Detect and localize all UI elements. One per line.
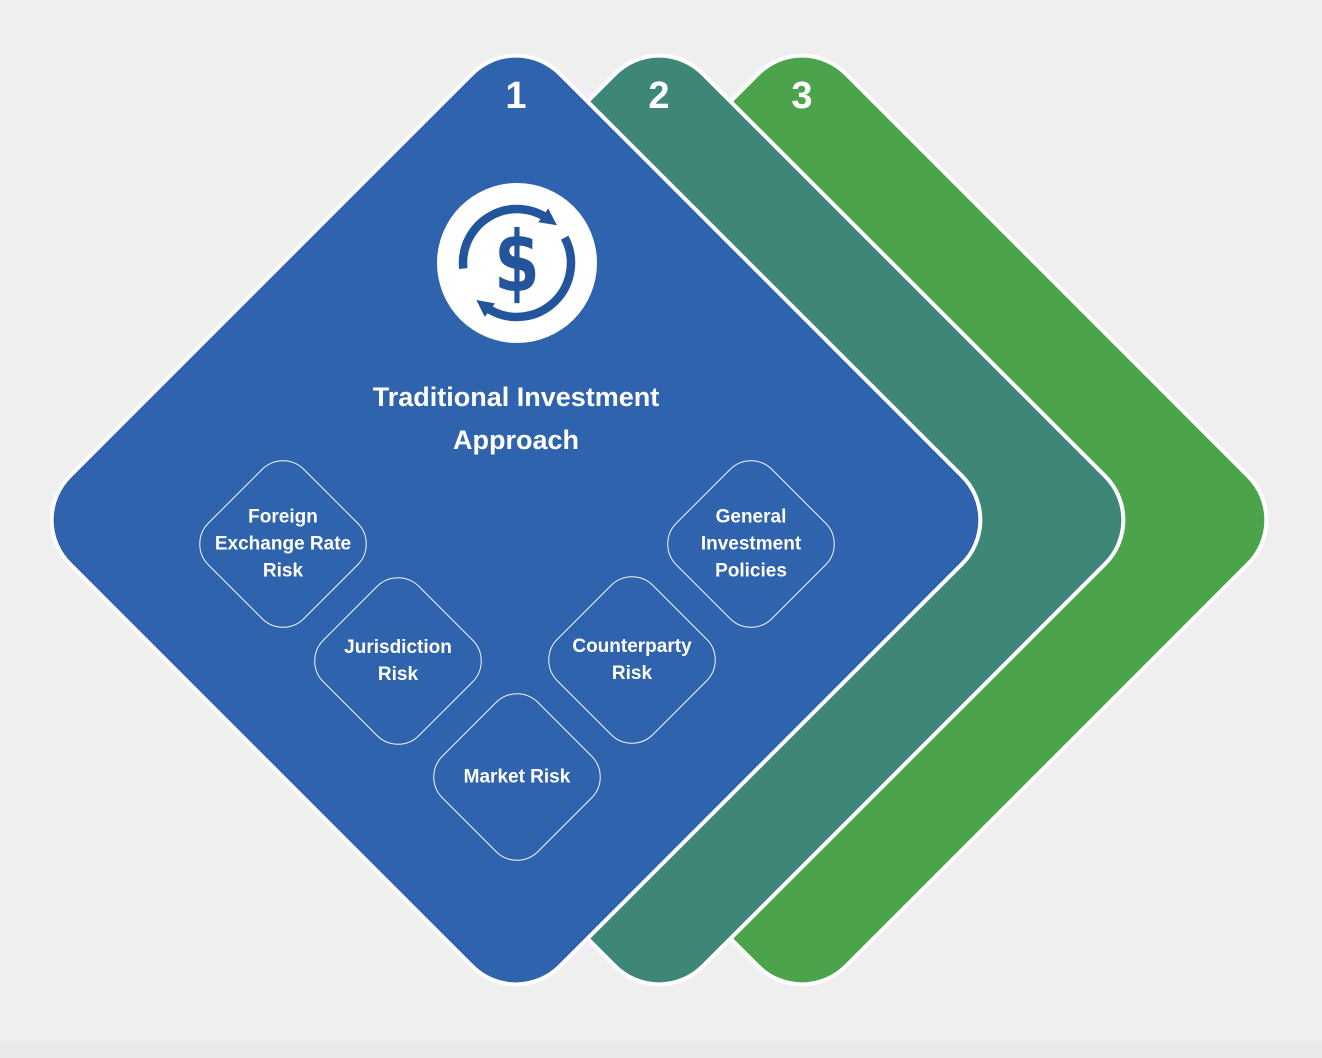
risk-item-label: Jurisdiction Risk [344, 637, 452, 685]
risk-item-label: General Investment Policies [700, 506, 802, 582]
cycle-arrow-top [458, 204, 557, 270]
cycle-arrow-bottom [476, 235, 576, 322]
risk-item-label: Foreign Exchange Rate Risk [214, 506, 352, 582]
bottom-edge [0, 1041, 1322, 1058]
risk-item-label: Market Risk [463, 766, 571, 788]
step-number-1: 1 [505, 75, 527, 117]
step-number-3: 3 [791, 75, 813, 117]
panel-title: Traditional Investment Approach [372, 382, 660, 455]
dollar-glyph: $ [494, 213, 540, 311]
risk-item-label: Counterparty Risk [572, 636, 692, 684]
step-number-2: 2 [648, 75, 670, 117]
currency-cycle-svg: $ [437, 183, 597, 343]
currency-cycle-icon: $ [437, 183, 597, 343]
